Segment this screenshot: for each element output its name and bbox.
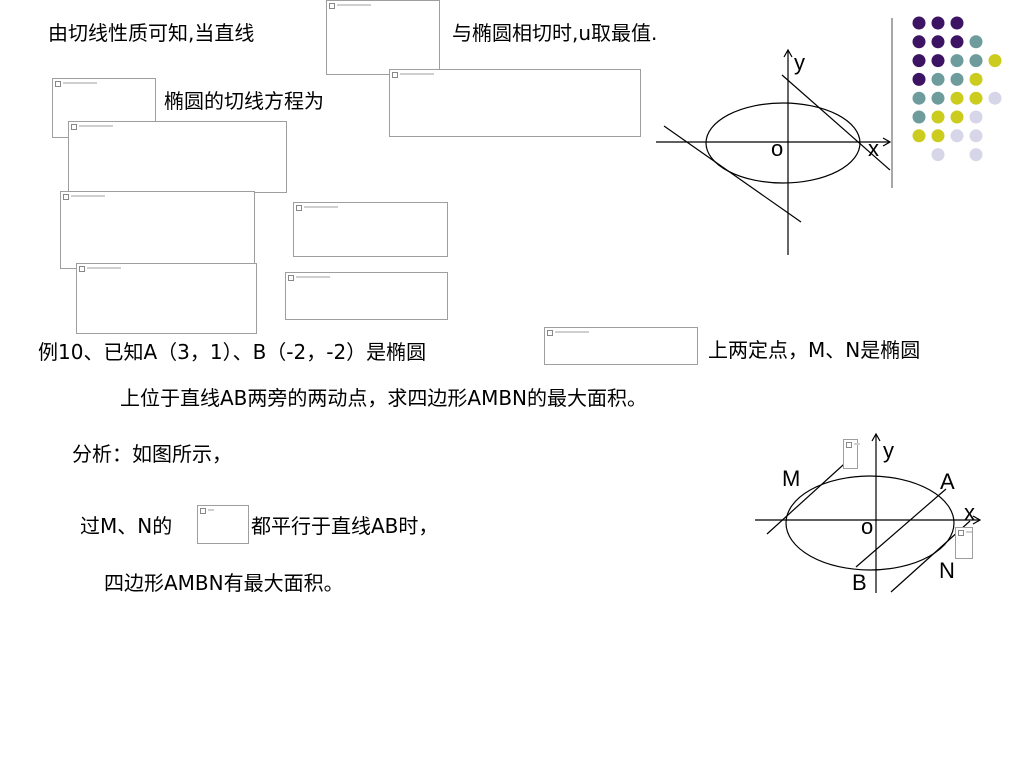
decor-dot: [931, 35, 945, 49]
figure2-x-arrow: [972, 515, 982, 525]
decor-dot: [950, 72, 964, 86]
formula-image-placeholder: [326, 0, 440, 75]
decor-dot: [912, 54, 926, 68]
decor-dots: [912, 16, 1002, 162]
figure2-ellipse: [785, 475, 955, 571]
decor-dot: [969, 148, 983, 162]
decor-dot: [912, 72, 926, 86]
formula-image-placeholder: [76, 263, 257, 334]
formula-image-placeholder: [197, 505, 249, 544]
decor-dot: [950, 35, 964, 49]
example-part3: 上位于直线AB两旁的两动点，求四边形AMBN的最大面积。: [120, 386, 648, 410]
line1-before: 由切线性质可知,当直线: [48, 21, 255, 45]
decor-dot: [969, 91, 983, 105]
formula-image-placeholder: [293, 202, 448, 257]
analysis-intro: 分析：如图所示，: [72, 442, 232, 466]
decor-dot: [931, 16, 945, 30]
formula-image-placeholder: [843, 439, 860, 469]
decor-dot: [969, 54, 983, 68]
example-part2: 上两定点，M、N是椭圆: [708, 338, 921, 362]
figure2-point-a: A: [940, 469, 955, 494]
figure1: [656, 48, 892, 255]
analysis-through-after: 都平行于直线AB时，: [251, 514, 439, 538]
decor-dot: [969, 72, 983, 86]
figure2-origin-label: o: [861, 514, 873, 539]
decor-dot: [950, 91, 964, 105]
decor-dot: [969, 129, 983, 143]
analysis-conclusion: 四边形AMBN有最大面积。: [104, 571, 344, 595]
decor-dot: [950, 129, 964, 143]
decor-dot: [912, 129, 926, 143]
decor-dot: [912, 110, 926, 124]
formula-image-placeholder: [389, 69, 641, 137]
decor-dot: [969, 110, 983, 124]
decor-dot: [912, 35, 926, 49]
figure1-x-label: x: [868, 136, 879, 161]
formula-image-placeholder: [68, 121, 287, 193]
figure2-y-arrow: [871, 432, 881, 442]
figure2-point-n: N: [939, 558, 955, 583]
decor-dot: [950, 110, 964, 124]
figure1-y-arrow: [783, 48, 793, 58]
figure2-y-label: y: [883, 438, 894, 463]
figure1-origin-label: o: [771, 136, 783, 161]
figure2-x-label: x: [964, 500, 975, 525]
formula-image-placeholder: [60, 191, 255, 269]
figure2-tangent-m: [766, 455, 854, 535]
decor-dot: [931, 91, 945, 105]
decor-dot: [988, 91, 1002, 105]
decor-dot: [931, 129, 945, 143]
decor-dot: [931, 72, 945, 86]
example-part1: 例10、已知A（3，1）、B（-2，-2）是椭圆: [38, 340, 427, 364]
decor-dot: [912, 16, 926, 30]
decor-dot: [969, 35, 983, 49]
decor-dot: [931, 54, 945, 68]
line2-text: 椭圆的切线方程为: [164, 89, 324, 113]
decor-dot: [950, 54, 964, 68]
formula-image-placeholder: [955, 527, 973, 559]
figure2-line-ab: [855, 488, 947, 568]
formula-image-placeholder: [285, 272, 448, 320]
figure2-point-b: B: [852, 570, 867, 595]
figure1-x-arrow: [882, 137, 892, 147]
formula-image-placeholder: [544, 327, 698, 365]
decor-dot: [988, 54, 1002, 68]
decor-dot: [931, 148, 945, 162]
line1-after: 与椭圆相切时,u取最值.: [452, 21, 658, 45]
figure1-tangent-lower: [663, 125, 802, 223]
decor-dot: [950, 16, 964, 30]
figure1-y-label: y: [794, 50, 805, 75]
decor-dot: [912, 91, 926, 105]
figure1-tangent-upper: [781, 74, 891, 171]
decor-dot: [931, 110, 945, 124]
figure2-point-m: M: [782, 466, 800, 491]
analysis-through-before: 过M、N的: [80, 514, 173, 538]
